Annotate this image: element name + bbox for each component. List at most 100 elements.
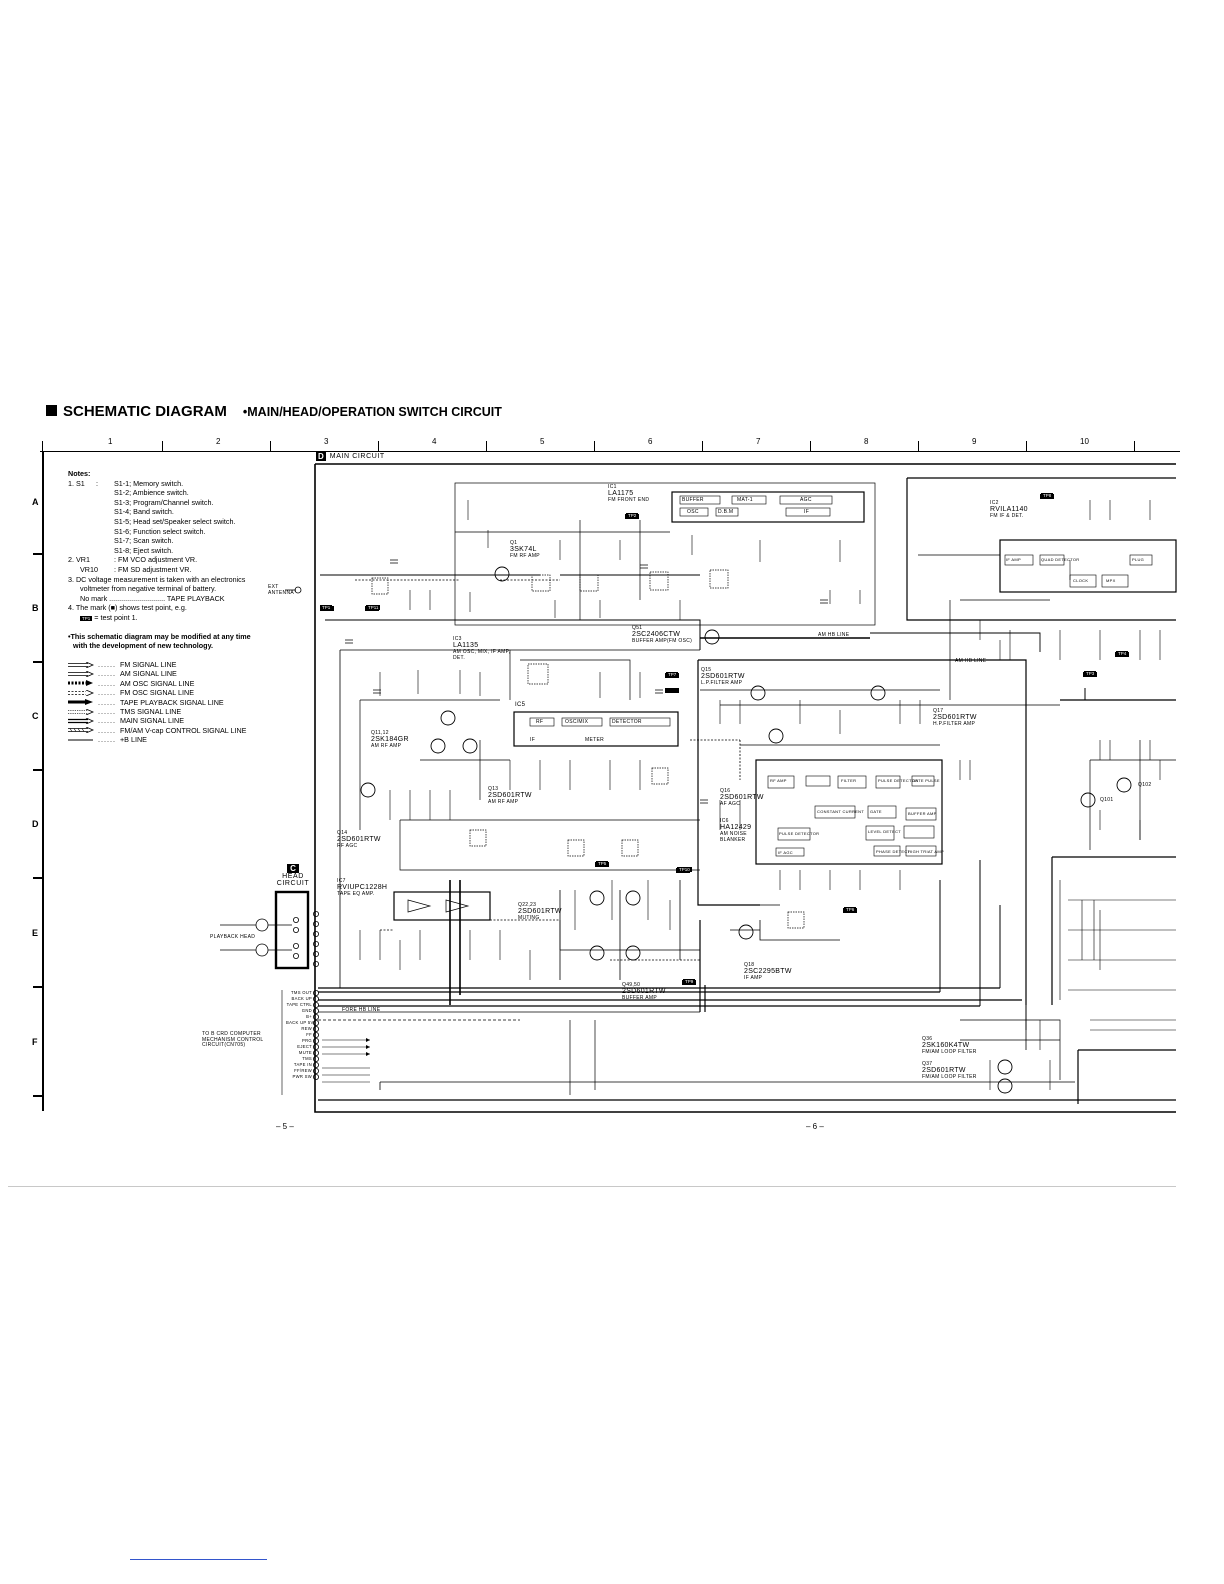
ic5-body xyxy=(513,711,679,747)
note-s1-3: S1-3; Program/Channel switch. xyxy=(114,497,214,507)
legend-label: TAPE PLAYBACK SIGNAL LINE xyxy=(119,697,224,707)
legend-item: ......FM OSC SIGNAL LINE xyxy=(68,688,246,697)
ic1-block-buffer: BUFFER xyxy=(682,497,704,503)
ic2-block-plug: PLUG xyxy=(1132,557,1145,562)
ic2-block-mpx: MPX xyxy=(1106,578,1116,583)
notes-block: Notes: 1. S1 : S1-1; Memory switch. S1-2… xyxy=(68,469,308,651)
ic1-region xyxy=(454,482,876,626)
col-tick xyxy=(486,441,488,451)
col-tick xyxy=(162,441,164,451)
col-tick xyxy=(594,441,596,451)
page-number-left: – 5 – xyxy=(276,1122,294,1131)
tp-example-badge: TP1 xyxy=(80,615,93,621)
signal-to-b: TO B CRD COMPUTER MECHANISM CONTROL CIRC… xyxy=(202,1031,264,1048)
col-label-5: 5 xyxy=(540,437,545,446)
note-2b: VR10 : FM SD adjustment VR. xyxy=(68,565,308,575)
ic1-body xyxy=(671,491,865,523)
signal-am-hb-2: AM HB LINE xyxy=(955,658,987,664)
head-circuit-title-2: CIRCUIT xyxy=(276,880,310,887)
title-square-icon xyxy=(46,405,57,416)
note-1-key: 1. S1 xyxy=(68,478,85,488)
ic1-block-mat: MAT-1 xyxy=(737,497,753,503)
row-label-e: E xyxy=(32,928,39,938)
ic2-block-if: IF AMP xyxy=(1006,557,1021,562)
legend-tms-icon xyxy=(68,708,94,715)
title-text: SCHEMATIC DIAGRAM xyxy=(63,403,227,420)
note-warning-a: •This schematic diagram may be modified … xyxy=(68,631,251,641)
legend-label: AM SIGNAL LINE xyxy=(119,669,177,679)
ic6-block: IF AGC xyxy=(778,850,793,855)
legend-dots: ...... xyxy=(98,688,116,698)
row-tick xyxy=(33,553,43,555)
tp-label: TP6 xyxy=(844,907,857,912)
ic2-body xyxy=(999,539,1177,593)
head-circuit-box xyxy=(274,890,310,970)
row-label-b: B xyxy=(32,603,39,613)
legend-label: FM OSC SIGNAL LINE xyxy=(119,688,195,698)
tp-square xyxy=(665,688,679,693)
note-s1-1: S1-1; Memory switch. xyxy=(114,478,184,488)
main-circuit-title: MAIN CIRCUIT xyxy=(329,453,385,460)
ic7-body xyxy=(393,891,491,921)
legend-dots: ...... xyxy=(98,660,116,669)
signal-am-hb: AM HB LINE xyxy=(818,632,850,638)
note-2-val: : FM VCO adjustment VR. xyxy=(114,555,198,565)
ic1-block-agc: AGC xyxy=(800,497,812,503)
note-s1-2: S1-2; Ambience switch. xyxy=(114,488,189,498)
signal-playback-head: PLAYBACK HEAD xyxy=(210,934,256,940)
note-2-key: 2. VR1 xyxy=(68,555,90,565)
legend-item: ......AM OSC SIGNAL LINE xyxy=(68,679,246,688)
ic6-block: CONSTANT CURRENT xyxy=(817,809,865,814)
note-2b-key: VR10 xyxy=(80,564,98,574)
legend-label: +B LINE xyxy=(119,735,147,745)
ic5-block-detector: DETECTOR xyxy=(612,719,642,725)
legend-fm-osc-icon xyxy=(68,689,94,696)
col-tick xyxy=(378,441,380,451)
col-tick xyxy=(702,441,704,451)
ic6-block: BUFFER AMP xyxy=(908,811,937,816)
note-3a: 3. DC voltage measurement is taken with … xyxy=(68,574,246,584)
ic6-block: LEVEL DETECT xyxy=(868,829,902,834)
ic1-block-osc: OSC xyxy=(687,509,699,515)
note-3c: No mark ............................ TAP… xyxy=(80,593,225,603)
note-2: 2. VR1 : FM VCO adjustment VR. xyxy=(68,555,308,565)
legend-main-icon xyxy=(68,718,94,725)
tp-label: TP5 xyxy=(596,861,609,866)
legend-dots: ...... xyxy=(98,716,116,726)
legend-label: TMS SIGNAL LINE xyxy=(119,706,182,716)
ic2-region xyxy=(906,477,1176,621)
tp-label: TP4 xyxy=(1116,651,1129,656)
col-label-7: 7 xyxy=(756,437,761,446)
row-tick xyxy=(33,986,43,988)
head-circuit-letter: C xyxy=(287,864,299,873)
bottom-divider xyxy=(8,1186,1176,1187)
note-warning-b: with the development of new technology. xyxy=(73,641,214,651)
ic6-body xyxy=(755,759,943,865)
ic1-block-dbm: D.B.M xyxy=(718,509,734,515)
ic6-block: PULSE DETECTOR xyxy=(878,778,919,783)
legend-item: ......TMS SIGNAL LINE xyxy=(68,707,246,716)
col-tick xyxy=(918,441,920,451)
legend-am-signal-icon xyxy=(68,671,94,678)
row-tick xyxy=(33,877,43,879)
ic2-block-clock: CLOCK xyxy=(1073,578,1089,583)
ic6-block: PHASE DETECT xyxy=(876,849,911,854)
legend-dots: ...... xyxy=(98,697,116,707)
note-4b-text: = test point 1. xyxy=(92,612,138,622)
legend-dots: ...... xyxy=(98,735,116,745)
col-tick xyxy=(42,441,44,451)
note-s1-8: S1-8; Eject switch. xyxy=(114,545,174,555)
comp-q102: Q102 xyxy=(1138,782,1152,788)
